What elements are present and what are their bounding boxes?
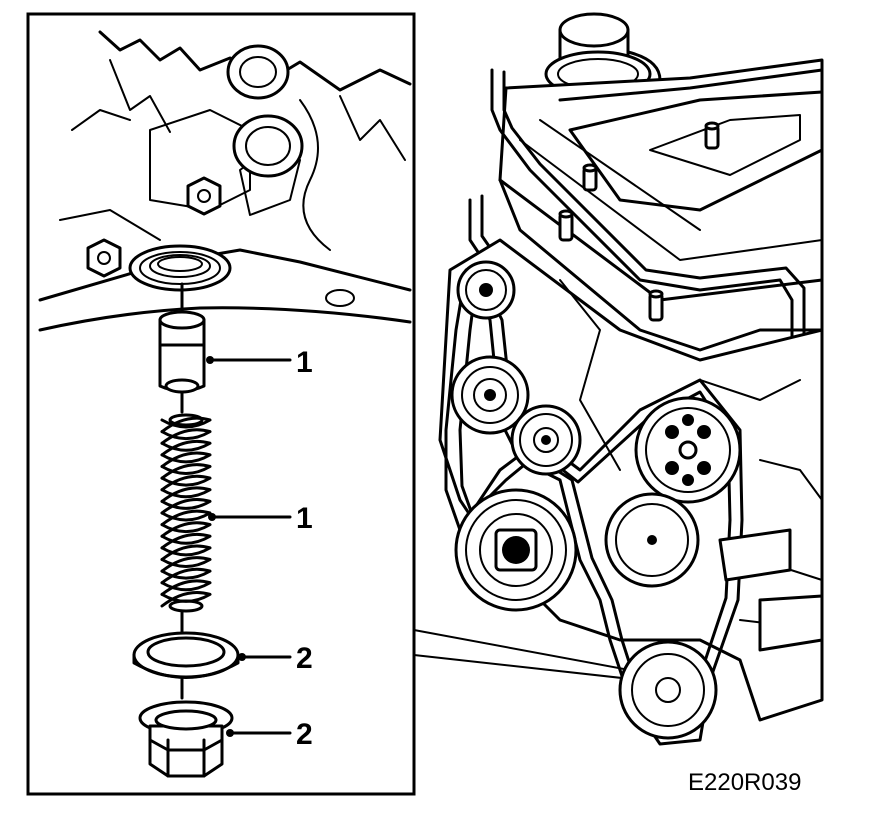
engine-illustration — [438, 12, 824, 746]
spring-coil — [160, 567, 212, 585]
sealing-washer-part — [132, 631, 240, 679]
cylinder-block-section — [38, 30, 412, 332]
spring-coil — [160, 556, 212, 573]
hex-bolt-icon — [86, 238, 122, 278]
tensioner-pulley — [450, 355, 530, 435]
bolt-boss-icon — [582, 163, 598, 192]
bolt-boss-icon — [704, 121, 720, 150]
water-pump-pulley — [604, 492, 700, 588]
bolt-boss-icon — [648, 289, 664, 322]
leader-lines — [206, 356, 292, 737]
spring-coil — [160, 497, 212, 515]
callout-label: 1 — [296, 502, 313, 535]
spring-coil — [160, 474, 212, 492]
spring-coil — [160, 509, 212, 527]
spring-coil — [160, 428, 212, 445]
plunger-part — [158, 310, 206, 394]
alternator-pulley — [454, 488, 578, 612]
callout-label: 2 — [296, 718, 313, 751]
hex-plug-part — [138, 700, 234, 778]
callout-label: 2 — [296, 642, 313, 675]
inset-connector-lines — [413, 629, 641, 681]
threaded-port — [128, 244, 232, 292]
crankshaft-pulley — [618, 640, 718, 740]
spring-coil — [160, 451, 212, 468]
idler-pulley-upper — [456, 260, 516, 320]
coil-spring-part — [160, 413, 212, 613]
power-steering-pulley — [634, 396, 742, 504]
spring-coil — [160, 532, 212, 550]
figure-code: E220R039 — [688, 769, 801, 796]
hex-bolt-icon — [186, 176, 222, 216]
spring-coil — [160, 521, 212, 538]
callout-label: 1 — [296, 346, 313, 379]
spring-coil — [160, 486, 212, 503]
spring-end — [168, 599, 204, 613]
bolt-boss-icon — [558, 209, 574, 242]
spring-end — [168, 413, 204, 427]
spring-coil — [160, 463, 212, 480]
spring-coil — [160, 590, 212, 608]
idler-pulley-lower — [510, 404, 582, 476]
spring-coil — [160, 579, 212, 596]
spring-coil — [160, 544, 212, 561]
spring-coil — [160, 439, 212, 457]
